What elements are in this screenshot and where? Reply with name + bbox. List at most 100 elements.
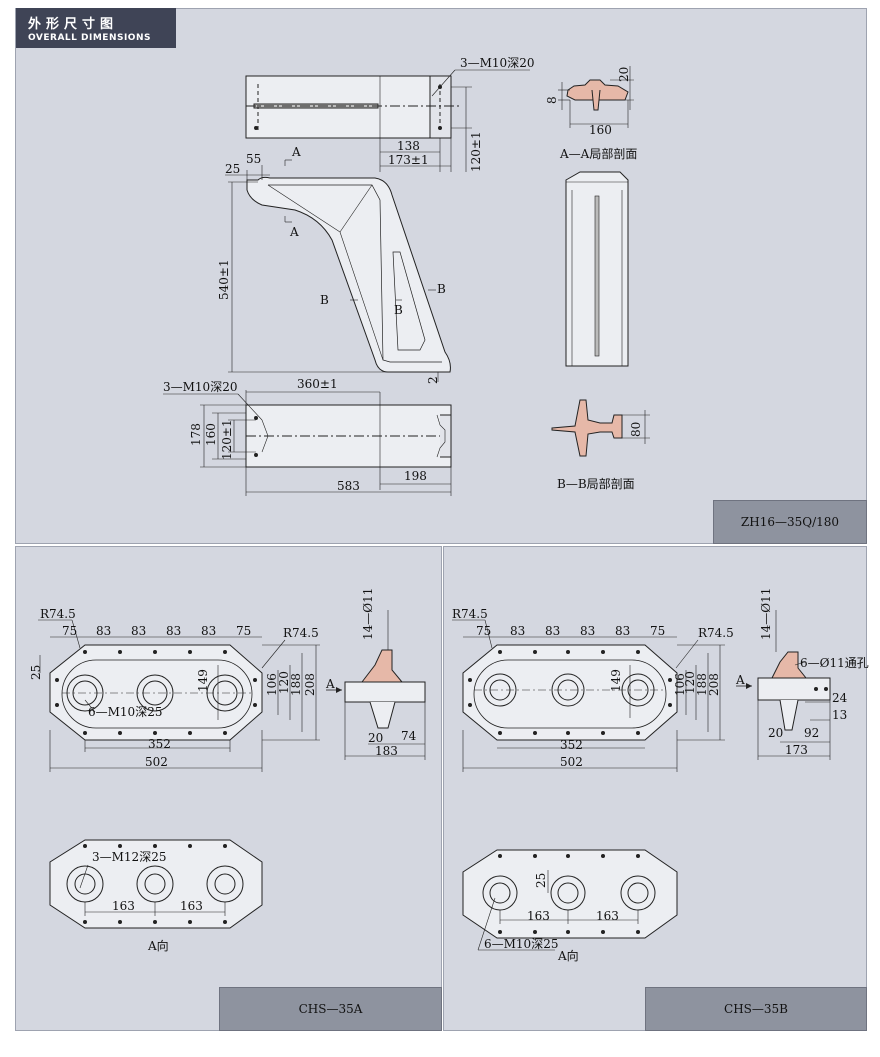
aa-dim-8: 8 (545, 96, 559, 104)
aa-dim-20: 20 (617, 67, 631, 82)
header-title-zh: 外形尺寸图 (28, 17, 119, 32)
a-dim-75-right: 75 (236, 624, 251, 638)
a-dim-352: 352 (148, 737, 171, 751)
dim-160: 160 (204, 423, 218, 446)
a-dim-83-4: 83 (201, 624, 216, 638)
bb-caption: B—B局部剖面 (557, 476, 635, 491)
dim-583: 583 (337, 479, 360, 493)
a-view-label: A向 (147, 938, 169, 953)
a-dim-83-3: 83 (166, 624, 181, 638)
a-dim-163-2: 163 (180, 899, 203, 913)
aa-caption: A—A局部剖面 (559, 146, 637, 161)
b-dim-106: 106 (673, 673, 687, 696)
zh16-top-view (245, 69, 530, 172)
chs35a-side (326, 610, 426, 760)
model-label-chs35a: CHS—35A (219, 987, 442, 1031)
b-dim-20: 20 (768, 726, 783, 740)
zh16-bottom-view (163, 390, 452, 496)
dim-120-vertical: 120±1 (469, 131, 483, 172)
a-side-arrow-label: A (325, 677, 335, 691)
b-side-arrow-label: A (735, 673, 745, 687)
chs35a-plan (38, 619, 320, 772)
bottom-left-panel (15, 546, 442, 1031)
b-dim-24: 24 (832, 691, 848, 705)
b-r745-left: R74.5 (452, 607, 488, 621)
a-dim-83-1: 83 (96, 624, 111, 638)
b-dim-149: 149 (609, 669, 623, 692)
b-through-holes: 6—Ø11通孔 (800, 656, 869, 670)
b-dim-173: 173 (785, 743, 808, 757)
b-dim-352: 352 (560, 738, 583, 752)
section-b-left: B (320, 293, 329, 307)
b-dim-92: 92 (804, 726, 819, 740)
label-threads-bottom: 3—M10深20 (163, 380, 237, 394)
b-dim-188: 188 (695, 673, 709, 696)
b-view-label: A向 (557, 948, 579, 963)
section-b-right: B (437, 282, 446, 296)
a-dim-25: 25 (29, 665, 43, 680)
dim-198: 198 (404, 469, 427, 483)
a-dim-83-2: 83 (131, 624, 146, 638)
dim-540: 540±1 (217, 259, 231, 300)
aa-section (558, 66, 634, 128)
a-r745-right: R74.5 (283, 626, 319, 640)
model-label-zh16: ZH16—35Q/180 (713, 500, 867, 544)
b-dim-25: 25 (534, 873, 548, 888)
front-view (565, 171, 629, 367)
header-title-en: OVERALL DIMENSIONS (28, 33, 151, 43)
a-holes-label: 6—M10深25 (88, 705, 162, 719)
a-dim-188: 188 (289, 673, 303, 696)
a-dim-149: 149 (196, 669, 210, 692)
b-dim-83-3: 83 (580, 624, 595, 638)
a-dim-20: 20 (368, 731, 383, 745)
model-label-chs35b: CHS—35B (645, 987, 867, 1031)
b-dim-75-right: 75 (650, 624, 665, 638)
zh16-side-profile (225, 159, 451, 382)
dim-55: 55 (246, 152, 261, 166)
section-a-top: A (291, 145, 301, 159)
dim-178: 178 (189, 423, 203, 446)
a-dim-163-1: 163 (112, 899, 135, 913)
b-r745-right: R74.5 (698, 626, 734, 640)
bb-dim-80: 80 (629, 422, 643, 437)
b-dim-163-1: 163 (527, 909, 550, 923)
dim-138: 138 (397, 139, 420, 153)
b-side-holes: 14—Ø11 (759, 588, 773, 640)
b-dim-502: 502 (560, 755, 583, 769)
label-threads-top: 3—M10深20 (460, 56, 534, 70)
b-holes-label: 6—M10深25 (484, 937, 558, 951)
a-dim-120: 120 (277, 671, 291, 694)
a-dim-74: 74 (401, 729, 417, 743)
bb-section (551, 399, 650, 457)
b-dim-75-left: 75 (476, 624, 491, 638)
chs35b-plan (452, 619, 725, 772)
a-dim-183: 183 (375, 744, 398, 758)
aa-dim-160: 160 (589, 123, 612, 137)
a-dim-502: 502 (145, 755, 168, 769)
dim-360: 360±1 (297, 377, 338, 391)
b-dim-83-1: 83 (510, 624, 525, 638)
b-dim-163-2: 163 (596, 909, 619, 923)
b-dim-120: 120 (683, 671, 697, 694)
chs35b-view-a (462, 849, 678, 951)
a-dim-208: 208 (303, 673, 317, 696)
a-dim-106: 106 (265, 673, 279, 696)
dim-2: 2 (426, 376, 440, 384)
a-r745-left: R74.5 (40, 607, 76, 621)
dim-173: 173±1 (388, 153, 429, 167)
chs35b-side (736, 610, 831, 760)
section-a-bottom: A (289, 225, 299, 239)
header-title-box: 外形尺寸图 OVERALL DIMENSIONS (16, 8, 176, 48)
dim-25: 25 (225, 162, 240, 176)
b-dim-13: 13 (832, 708, 847, 722)
a-side-holes: 14—Ø11 (361, 588, 375, 640)
a-bottom-threads: 3—M12深25 (92, 850, 166, 864)
section-b-mid: B (394, 303, 403, 317)
b-dim-83-2: 83 (545, 624, 560, 638)
b-dim-83-4: 83 (615, 624, 630, 638)
chs35a-view-a (49, 839, 263, 929)
dim-120-bottom: 120±1 (220, 419, 234, 460)
a-dim-75-left: 75 (62, 624, 77, 638)
b-dim-208: 208 (707, 673, 721, 696)
